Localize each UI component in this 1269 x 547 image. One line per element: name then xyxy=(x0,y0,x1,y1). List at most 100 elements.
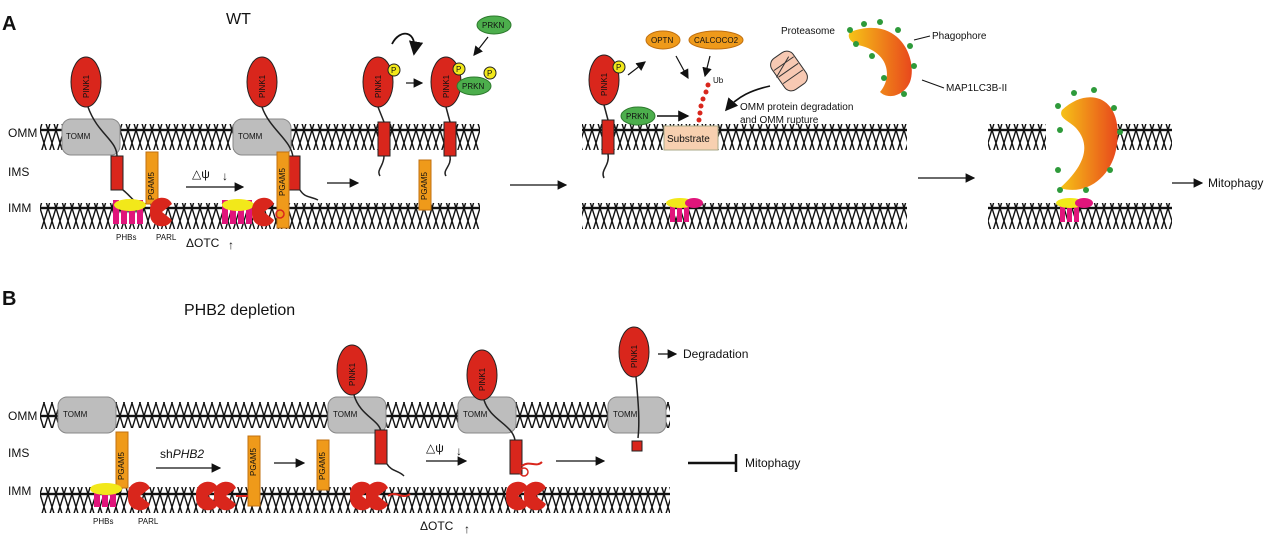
pink1-b3: PINK1 xyxy=(618,326,650,452)
parl-stage1: PARL xyxy=(150,197,177,242)
pgam5-stage1: PGAM5 xyxy=(145,151,159,205)
panel-b-label: B xyxy=(2,288,16,310)
svg-text:PGAM5: PGAM5 xyxy=(249,447,258,476)
svg-text:TOMM: TOMM xyxy=(238,132,263,141)
pink1-b2: PINK1 xyxy=(466,349,543,477)
svg-text:PRKN: PRKN xyxy=(462,82,484,91)
svg-text:OPTN: OPTN xyxy=(651,36,673,45)
svg-text:Substrate: Substrate xyxy=(667,134,710,145)
arrow-calcoco2 xyxy=(702,55,712,78)
ims-label-b: IMS xyxy=(8,446,29,460)
omm-membrane-left-stage3 xyxy=(988,124,1046,150)
svg-text:P: P xyxy=(456,65,461,74)
ims-label: IMS xyxy=(8,165,29,179)
pink1-stage1: PINK1 xyxy=(70,56,146,206)
panel-a: A WT OMM IMS IMM TOMM PINK1 PGAM5 xyxy=(2,11,1263,252)
svg-text:PINK1: PINK1 xyxy=(374,74,383,98)
pgam5-stage3: PGAM5 xyxy=(418,159,432,211)
dpsi-label-b: △ψ xyxy=(426,441,444,455)
svg-text:PGAM5: PGAM5 xyxy=(318,451,327,480)
svg-text:PRKN: PRKN xyxy=(626,112,648,121)
arrow-a5 xyxy=(627,61,646,76)
tomm-complex-b3: TOMM xyxy=(457,396,517,434)
pink1-stage2: PINK1 xyxy=(246,56,319,201)
dotc-up-arrow-b: ↑ xyxy=(464,522,470,536)
pgam5-b2: PGAM5 xyxy=(247,435,261,507)
imm-membrane-stage2 xyxy=(582,203,907,229)
pgam5-b3: PGAM5 xyxy=(316,439,330,491)
omm-membrane-right-stage3 xyxy=(1112,124,1172,150)
svg-text:PGAM5: PGAM5 xyxy=(278,167,287,196)
svg-text:TOMM: TOMM xyxy=(333,410,358,419)
panel-a-title: WT xyxy=(226,11,251,28)
shphb2-label: shPHB2 xyxy=(160,447,204,461)
degradation-label: Degradation xyxy=(683,347,748,361)
map1lc3b-label: MAP1LC3B-II xyxy=(946,83,1007,94)
dpsi-label-a: △ψ xyxy=(192,167,210,181)
panel-a-label: A xyxy=(2,13,16,35)
dotc-label-a: ΔOTC xyxy=(186,236,220,250)
dpsi-down-arrow-a: ↓ xyxy=(222,169,228,183)
tomm-complex-b4: TOMM xyxy=(607,396,667,434)
arrow-optn xyxy=(675,55,689,80)
ub-label: Ub xyxy=(713,76,724,85)
omm-rupture-label: and OMM rupture xyxy=(740,115,819,126)
prkn-stage4: PRKN xyxy=(620,106,656,126)
svg-text:P: P xyxy=(487,69,492,78)
svg-text:TOMM: TOMM xyxy=(463,410,488,419)
arrow-proteasome xyxy=(724,85,771,112)
dotc-up-arrow-a: ↑ xyxy=(228,238,234,252)
prkn-bound: PRKN P xyxy=(456,66,497,96)
imm-label-b: IMM xyxy=(8,484,31,498)
svg-text:PINK1: PINK1 xyxy=(442,74,451,98)
phb-complex-2 xyxy=(222,197,285,227)
substrate: Substrate xyxy=(663,125,719,151)
phb-complex-b1: PHBs xyxy=(90,483,122,526)
proteasome-label: Proteasome xyxy=(781,26,835,37)
ubiquitin-chain xyxy=(696,82,711,123)
prkn-free: PRKN xyxy=(476,15,512,35)
tomm-complex-b1: TOMM xyxy=(57,396,117,434)
calcoco2: CALCOCO2 xyxy=(688,30,744,50)
svg-text:CALCOCO2: CALCOCO2 xyxy=(694,36,739,45)
tomm-complex-b2: TOMM xyxy=(327,396,387,434)
pgam5-b1: PGAM5 xyxy=(115,431,129,489)
svg-text:PINK1: PINK1 xyxy=(478,367,487,391)
svg-text:PINK1: PINK1 xyxy=(630,344,639,368)
svg-text:P: P xyxy=(391,66,396,75)
tomm-complex-2: TOMM xyxy=(232,118,292,156)
parl-b2 xyxy=(196,481,248,511)
pink1-stage4: PINK1 P xyxy=(430,56,466,177)
phb-complex-3 xyxy=(666,198,703,222)
svg-text:PINK1: PINK1 xyxy=(258,74,267,98)
panel-b-title: PHB2 depletion xyxy=(184,302,295,319)
proteasome: Proteasome xyxy=(770,26,835,92)
pgam5-stage2: PGAM5 xyxy=(276,151,290,229)
svg-text:PGAM5: PGAM5 xyxy=(117,451,126,480)
svg-text:PINK1: PINK1 xyxy=(82,74,91,98)
svg-text:P: P xyxy=(616,63,621,72)
svg-text:PARL: PARL xyxy=(138,517,159,526)
svg-text:TOMM: TOMM xyxy=(613,410,638,419)
prkn-recruit-arrow xyxy=(473,36,489,56)
svg-text:PINK1: PINK1 xyxy=(348,362,357,386)
parl-b4 xyxy=(506,481,546,511)
svg-text:TOMM: TOMM xyxy=(63,410,88,419)
dpsi-down-arrow-b: ↓ xyxy=(456,444,462,458)
pink1-stage3: PINK1 P xyxy=(362,32,424,177)
phagophore-stage4: Phagophore MAP1LC3B-II xyxy=(847,19,1007,97)
mitophagy-label-a: Mitophagy xyxy=(1208,176,1263,190)
phb-complex-4 xyxy=(1056,198,1093,222)
phagophore-label: Phagophore xyxy=(932,31,987,42)
imm-label: IMM xyxy=(8,201,31,215)
svg-text:PRKN: PRKN xyxy=(482,21,504,30)
omm-label: OMM xyxy=(8,126,37,140)
panel-b: B PHB2 depletion OMM IMS IMM TOMM TOMM T… xyxy=(2,288,800,536)
svg-text:PINK1: PINK1 xyxy=(600,72,609,96)
autophosphorylation-arrow xyxy=(391,32,424,56)
omm-membrane-stage2 xyxy=(582,124,907,150)
omm-degradation-label: OMM protein degradation xyxy=(740,102,853,113)
phb-complex-1: PHBs xyxy=(113,199,146,242)
svg-text:PHBs: PHBs xyxy=(116,233,136,242)
